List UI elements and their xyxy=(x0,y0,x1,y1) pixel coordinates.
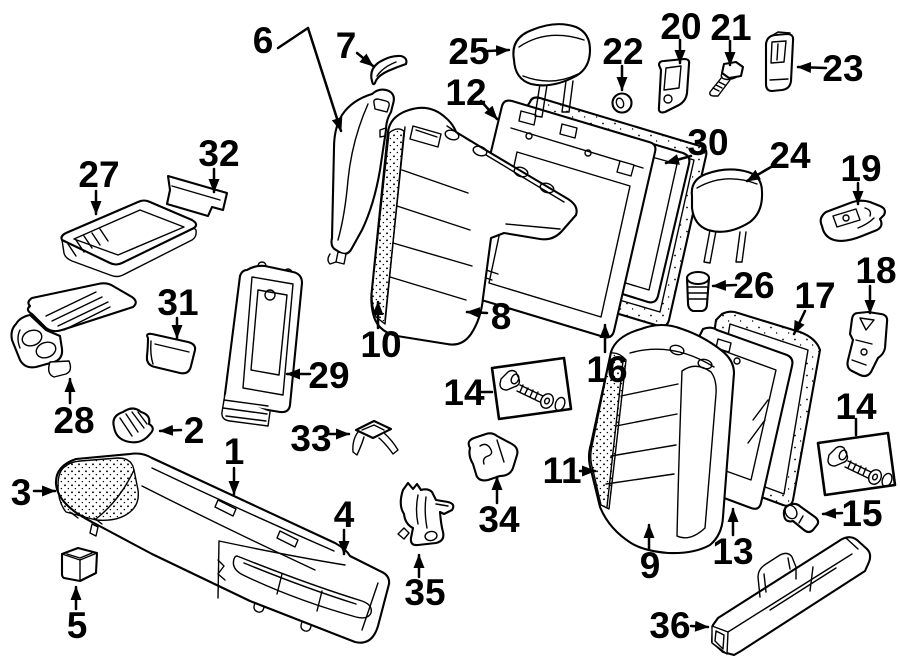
part-10-bolster-stipple xyxy=(371,128,405,325)
callout-label-17: 17 xyxy=(794,275,835,316)
callout-leader-23 xyxy=(796,61,828,73)
callout-label-16: 16 xyxy=(586,349,627,390)
callout-label-2: 2 xyxy=(184,410,205,451)
part-14-screw-kit-right-drawing xyxy=(816,431,897,497)
callout-label-14: 14 xyxy=(835,386,877,427)
callout-leader-24 xyxy=(745,165,773,183)
callout-label-30: 30 xyxy=(687,122,728,163)
part-2-clip-drawing xyxy=(112,407,154,444)
part-11-bolster-stipple xyxy=(590,352,627,510)
callout-leader-17 xyxy=(792,309,807,336)
part-5-stowage-box-drawing xyxy=(60,546,99,583)
part-4-seat-pan-lines xyxy=(217,540,346,599)
callout-label-18: 18 xyxy=(855,250,896,291)
callout-label-23: 23 xyxy=(822,48,863,89)
part-25-headrest-drawing xyxy=(512,23,592,118)
part-26-release-knob-drawing xyxy=(685,270,711,313)
callout-label-10: 10 xyxy=(360,324,401,365)
callout-label-35: 35 xyxy=(404,572,445,613)
callout-label-12: 12 xyxy=(445,72,486,113)
callout-leader-2 xyxy=(158,424,183,436)
part-27-armrest-lid-drawing xyxy=(60,199,198,278)
callout-label-34: 34 xyxy=(478,499,520,540)
callout-label-27: 27 xyxy=(78,154,119,195)
callout-label-20: 20 xyxy=(660,6,701,47)
part-32-trim-strip-drawing xyxy=(165,174,229,218)
callout-label-33: 33 xyxy=(290,418,331,459)
callout-label-19: 19 xyxy=(840,148,881,189)
callout-label-36: 36 xyxy=(649,605,690,646)
part-36-trim-rail-drawing xyxy=(710,536,872,657)
part-21-bolt-drawing xyxy=(709,60,745,97)
callout-label-9: 9 xyxy=(640,545,661,586)
part-29-armrest-frame-drawing xyxy=(221,261,304,427)
part-15-plug-drawing xyxy=(782,502,820,534)
callout-label-13: 13 xyxy=(712,531,753,572)
part-1-seat-cushion-drawing xyxy=(54,452,391,644)
callout-leader-36 xyxy=(689,620,710,632)
callout-label-25: 25 xyxy=(448,31,489,72)
part-34-cover-drawing xyxy=(467,432,519,482)
callout-label-4: 4 xyxy=(334,494,355,535)
callout-leader-6 xyxy=(276,26,343,133)
callout-label-14: 14 xyxy=(443,372,485,413)
callout-label-15: 15 xyxy=(841,493,882,534)
callout-leader-25 xyxy=(486,45,511,57)
callout-leader-8 xyxy=(465,307,489,319)
callout-label-7: 7 xyxy=(336,25,357,66)
part-3-end-pad-stipple xyxy=(57,457,140,522)
part-23-headrest-guide-drawing xyxy=(764,31,795,93)
callout-label-29: 29 xyxy=(308,355,349,396)
callout-label-8: 8 xyxy=(491,296,512,337)
callout-label-24: 24 xyxy=(769,135,811,176)
part-8-backrest-cover-drawing xyxy=(370,106,578,346)
part-33-bracket-drawing xyxy=(352,419,399,456)
callout-label-3: 3 xyxy=(11,472,32,513)
callout-label-5: 5 xyxy=(67,605,88,646)
part-19-latch-cover-drawing xyxy=(819,199,886,242)
callout-label-26: 26 xyxy=(733,265,774,306)
part-14-screw-kit-left-drawing xyxy=(490,356,573,421)
part-9-backrest-cover-drawing xyxy=(587,323,736,555)
callout-leader-12 xyxy=(479,99,499,121)
callout-leader-26 xyxy=(711,279,738,291)
part-20-bracket-drawing xyxy=(657,57,691,114)
part-22-grommet-drawing xyxy=(611,92,633,114)
part-7-cover-cap-drawing xyxy=(370,54,408,86)
callout-label-28: 28 xyxy=(53,400,94,441)
part-31-trim-cover-drawing xyxy=(145,332,197,375)
part-28-cup-holder-drawing xyxy=(10,282,137,378)
callout-leader-15 xyxy=(821,507,844,519)
callout-leader-7 xyxy=(355,51,375,68)
callout-label-21: 21 xyxy=(710,7,751,48)
callout-label-32: 32 xyxy=(198,133,239,174)
callout-label-11: 11 xyxy=(542,450,581,491)
callout-label-6: 6 xyxy=(253,20,274,61)
part-24-headrest-drawing xyxy=(690,168,764,264)
callout-label-22: 22 xyxy=(602,31,643,72)
callout-label-1: 1 xyxy=(224,431,245,472)
callout-label-31: 31 xyxy=(157,282,198,323)
callout-leader-30 xyxy=(664,154,693,165)
part-35-mount-bracket-drawing xyxy=(397,481,455,547)
part-18-bracket-drawing xyxy=(846,310,889,378)
